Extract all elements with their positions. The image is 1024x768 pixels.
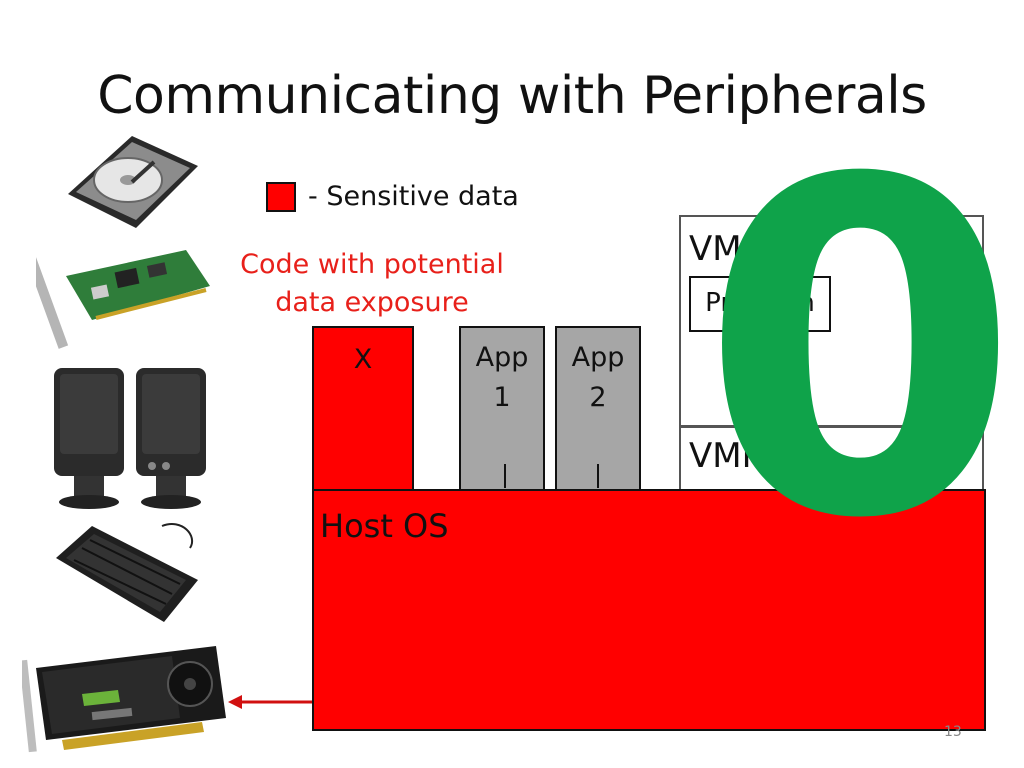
program-box: Program — [689, 276, 831, 332]
app1-connector — [504, 464, 506, 488]
vm-label: VM — [689, 229, 742, 269]
host-os-label: Host OS — [320, 507, 449, 545]
hard-drive-icon — [68, 136, 198, 228]
gpu-card-icon — [22, 646, 226, 753]
legend-label: - Sensitive data — [308, 181, 519, 212]
slide-title: Communicating with Peripherals — [97, 66, 927, 126]
app1-label: App 1 — [475, 342, 529, 413]
vmm-label: VMM — [689, 436, 771, 476]
app2-label: App 2 — [571, 342, 625, 413]
app1-box: App 1 — [459, 326, 545, 496]
app2-connector — [597, 464, 599, 488]
arrow-to-gpu — [228, 695, 312, 709]
network-card-icon — [36, 250, 210, 349]
keyboard-icon — [56, 523, 198, 622]
big-zero-overlay: 0 — [700, 84, 1021, 619]
program-label: Program — [705, 288, 815, 318]
sensitive-data-swatch — [266, 182, 296, 212]
small-gpu-icon — [926, 438, 966, 468]
host-os-box: Host OS — [312, 489, 986, 731]
x-label: X — [353, 344, 373, 375]
page-number: 13 — [944, 724, 962, 740]
code-exposure-note: Code with potential data exposure — [240, 249, 504, 318]
speakers-icon — [54, 368, 206, 509]
x-box: X — [312, 326, 414, 496]
